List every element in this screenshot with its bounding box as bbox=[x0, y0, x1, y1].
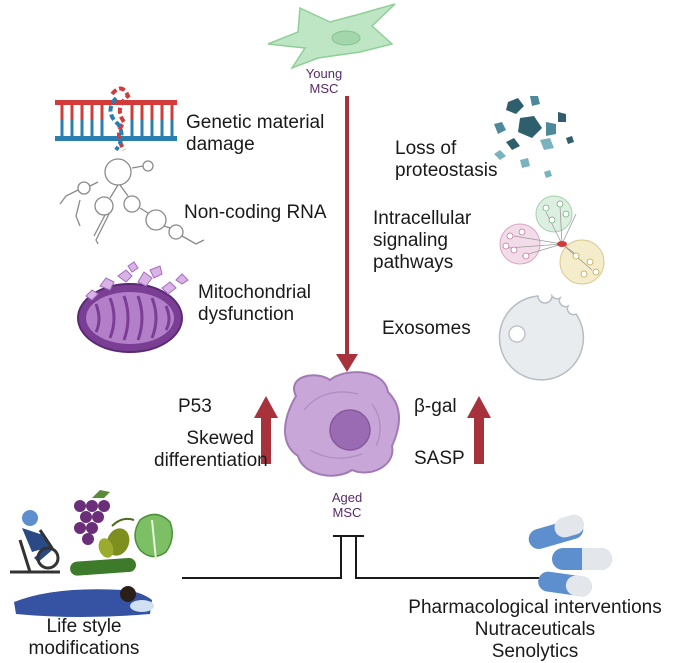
aging-arrow bbox=[336, 96, 358, 372]
sleeping-person-icon bbox=[14, 586, 154, 617]
aged-msc-label-line2: MSC bbox=[332, 505, 362, 520]
mitochondrial-dysfunction-line2: dysfunction bbox=[198, 304, 295, 325]
proteostasis-line1: Loss of bbox=[395, 138, 457, 159]
pharmacological-line: Pharmacological interventions bbox=[408, 597, 662, 618]
mitochondrial-dysfunction-label: Mitochondrial dysfunction bbox=[198, 282, 311, 326]
exercise-bike-icon bbox=[10, 510, 60, 574]
mitochondrion-icon bbox=[77, 261, 189, 353]
dna-icon bbox=[55, 86, 177, 152]
nutraceuticals-line: Nutraceuticals bbox=[474, 619, 596, 640]
exosomes-label: Exosomes bbox=[382, 318, 471, 339]
genetic-damage-label: Genetic material damage bbox=[186, 112, 324, 156]
beta-gal-label: β-gal bbox=[414, 396, 457, 417]
signaling-pathways-line1: Intracellular bbox=[373, 208, 472, 229]
aged-msc-label-line1: Aged bbox=[331, 490, 363, 505]
aged-msc-cell-icon bbox=[284, 371, 400, 477]
inhibition-lines bbox=[182, 535, 542, 579]
aged-msc-label: Aged MSC bbox=[322, 490, 372, 520]
skewed-differentiation-label: Skewed differentiation bbox=[154, 428, 268, 472]
mitochondrial-dysfunction-line1: Mitochondrial bbox=[198, 282, 311, 303]
proteostasis-line2: proteostasis bbox=[395, 160, 498, 181]
signaling-pathways-line2: signaling bbox=[373, 230, 448, 251]
genetic-damage-line2: damage bbox=[186, 134, 255, 155]
rna-structure-icon bbox=[59, 158, 205, 245]
grapes-icon bbox=[74, 490, 110, 545]
lettuce-icon bbox=[134, 513, 173, 561]
right-increase-arrow bbox=[467, 396, 491, 464]
senolytics-line: Senolytics bbox=[491, 641, 579, 662]
capsule-icon bbox=[528, 514, 612, 597]
exosome-icon bbox=[498, 293, 585, 381]
young-msc-label: Young MSC bbox=[302, 66, 346, 96]
p53-label: P53 bbox=[178, 396, 212, 417]
signaling-pathways-label: Intracellular signaling pathways bbox=[373, 208, 471, 274]
signaling-pathways-line3: pathways bbox=[373, 252, 454, 273]
genetic-damage-line1: Genetic material bbox=[186, 112, 325, 133]
protein-aggregates-icon bbox=[494, 96, 574, 178]
proteostasis-label: Loss of proteostasis bbox=[395, 138, 497, 182]
young-msc-cell-icon bbox=[267, 3, 396, 70]
signaling-network-icon bbox=[499, 195, 605, 285]
olive-icon bbox=[98, 517, 135, 558]
lifestyle-modifications-label: Life style modifications bbox=[8, 616, 160, 660]
skewed-differentiation-line1: Skewed bbox=[186, 428, 254, 449]
young-msc-label-line1: Young bbox=[305, 66, 343, 81]
cucumber-icon bbox=[70, 557, 136, 576]
sasp-label: SASP bbox=[414, 448, 465, 469]
noncoding-rna-label: Non-coding RNA bbox=[184, 202, 327, 223]
skewed-differentiation-line2: differentiation bbox=[154, 450, 268, 471]
pharmacological-interventions-label: Pharmacological interventions Nutraceuti… bbox=[388, 597, 682, 663]
lifestyle-line2: modifications bbox=[28, 638, 140, 659]
lifestyle-line1: Life style bbox=[46, 616, 122, 637]
young-msc-label-line2: MSC bbox=[309, 81, 339, 96]
left-increase-arrow bbox=[254, 396, 278, 464]
